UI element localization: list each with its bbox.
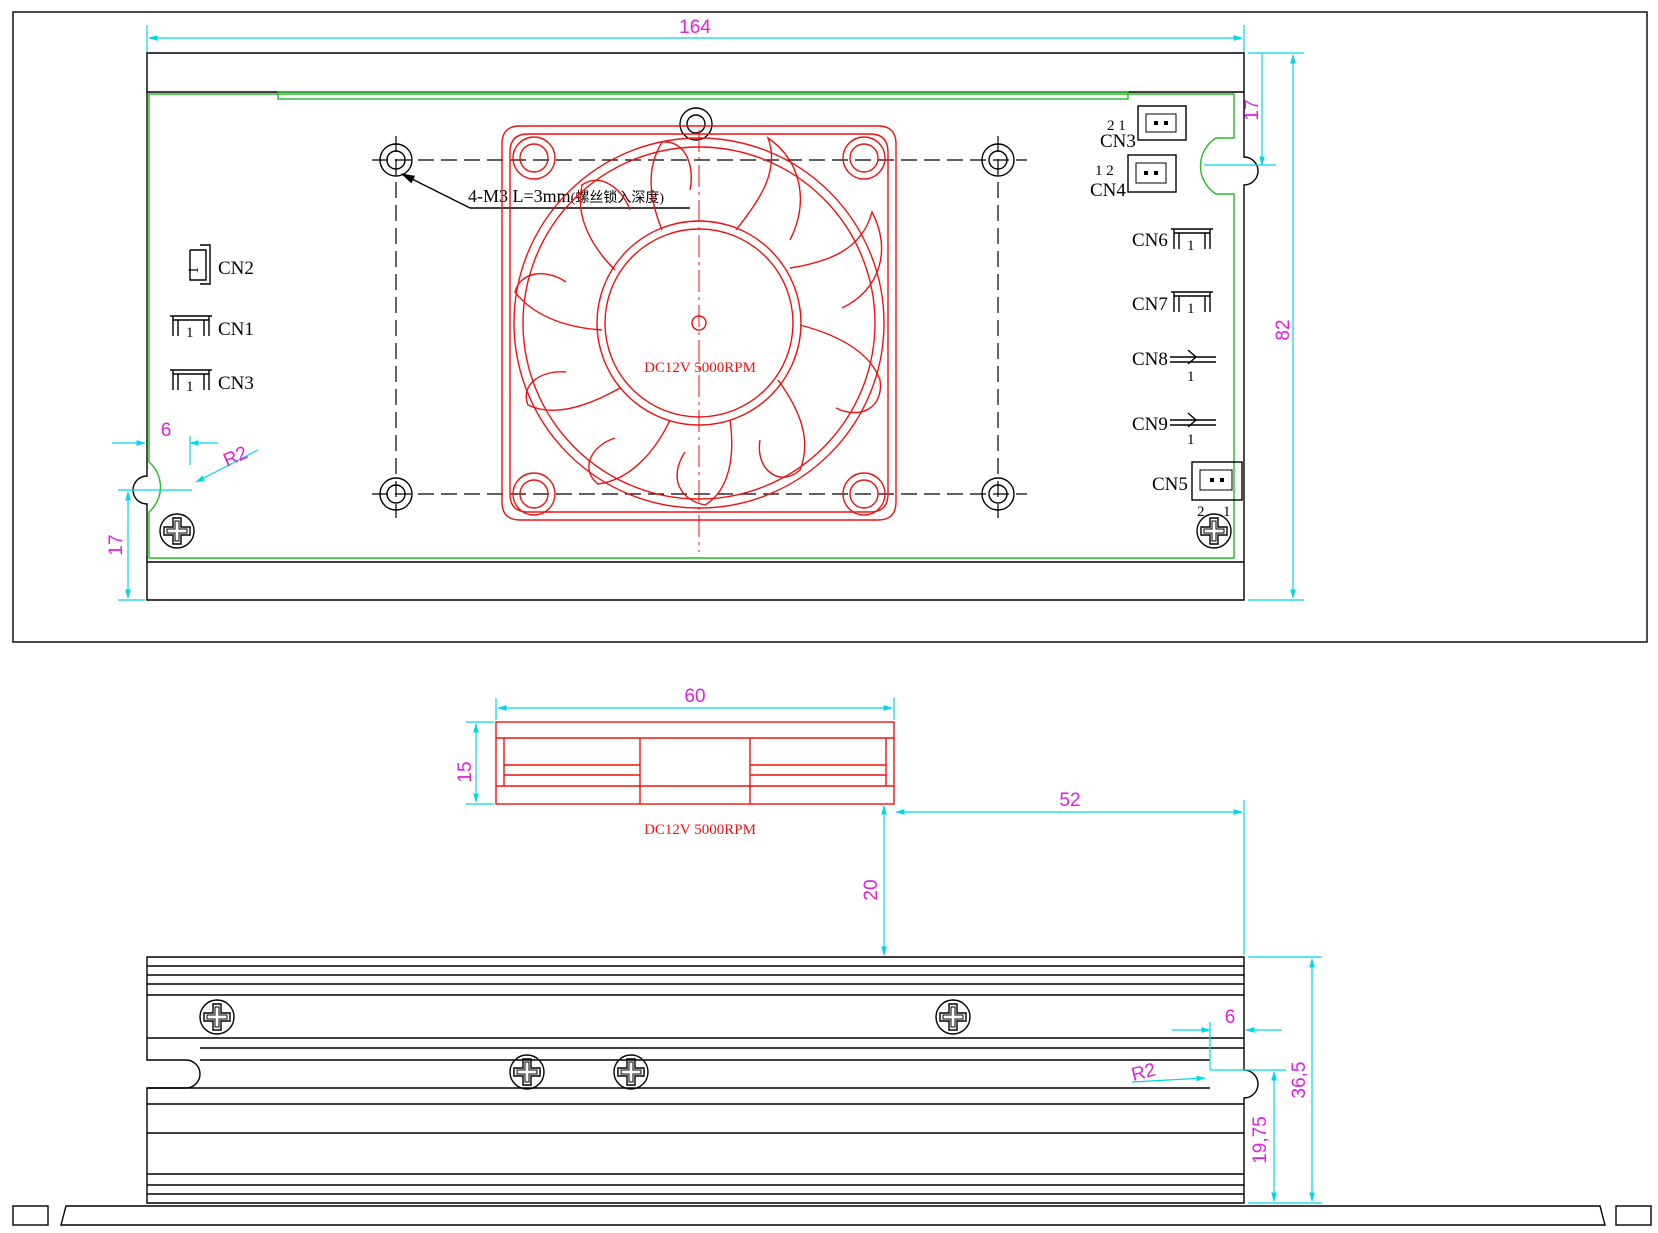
svg-text:15: 15 — [455, 761, 476, 782]
svg-text:164: 164 — [679, 17, 711, 38]
fan-side-view: DC12V 5000RPM — [495, 721, 895, 838]
cn4-label: CN4 — [1090, 180, 1126, 201]
dim-36-5: 36,5 — [1248, 956, 1322, 1202]
svg-text:17: 17 — [106, 534, 127, 555]
base-plate — [12, 1205, 1652, 1226]
side-screw-1-icon — [199, 999, 235, 1035]
cn5-pin1: 1 — [1223, 504, 1231, 520]
top-view: 4-M3 L=3mm(螺丝锁入深度) — [12, 11, 1648, 643]
cn3-pins: 2 1 — [1107, 118, 1126, 134]
cn8-connector — [1170, 349, 1216, 365]
cn9-connector — [1170, 412, 1216, 428]
svg-text:52: 52 — [1059, 790, 1080, 811]
dim-60: 60 — [495, 686, 895, 720]
svg-text:4-M3 L=3mm(螺丝锁入深度): 4-M3 L=3mm(螺丝锁入深度) — [468, 186, 664, 206]
side-screw-2-icon — [935, 999, 971, 1035]
dim-19-75: 19,75 — [1210, 1069, 1322, 1204]
svg-text:60: 60 — [684, 686, 705, 707]
top-right-screw-icon — [1196, 513, 1232, 549]
dim-6-left: 6 — [112, 420, 218, 465]
dim-17-left: 17 — [106, 489, 192, 601]
cn5-label: CN5 — [1152, 474, 1188, 495]
dim-6-side: 6 — [1172, 1007, 1282, 1070]
svg-text:20: 20 — [861, 879, 882, 900]
dim-20: 20 — [861, 805, 887, 956]
top-left-screw-icon — [159, 513, 195, 549]
pcb-top-strip — [277, 91, 1129, 100]
mount-screw-note-cn: (螺丝锁入深度) — [571, 190, 665, 206]
cn3-left-label: CN3 — [218, 373, 254, 394]
svg-text:36,5: 36,5 — [1289, 1062, 1310, 1099]
mount-screw-note: 4-M3 L=3mm — [468, 186, 571, 206]
top-view-frame — [12, 11, 1648, 643]
svg-text:1: 1 — [186, 379, 194, 395]
svg-text:1: 1 — [1187, 369, 1195, 385]
dim-52: 52 — [895, 790, 1245, 955]
cn9-label: CN9 — [1132, 414, 1168, 435]
svg-text:1: 1 — [1187, 432, 1195, 448]
cn4-pins: 1 2 — [1095, 163, 1114, 179]
svg-text:1: 1 — [1187, 301, 1195, 317]
dim-15: 15 — [455, 721, 494, 805]
fan-top: DC12V 5000RPM — [501, 125, 897, 552]
svg-text:R2: R2 — [1129, 1060, 1158, 1086]
svg-text:1: 1 — [1187, 238, 1195, 254]
fan-spec-top: DC12V 5000RPM — [644, 360, 756, 376]
cn5-connector — [1191, 461, 1243, 501]
cn8-label: CN8 — [1132, 349, 1168, 370]
heatsink-side-view — [146, 956, 1259, 1204]
heatsink-outline — [132, 52, 1259, 601]
cn3-right-connector — [1137, 105, 1187, 141]
pcb-outline — [148, 93, 1235, 559]
dim-r2-left: R2 — [195, 442, 259, 483]
svg-text:6: 6 — [161, 420, 172, 441]
cn2-connector — [189, 244, 211, 285]
cn5-pin2: 2 — [1197, 504, 1205, 520]
cn1-label: CN1 — [218, 319, 254, 340]
cn4-connector — [1127, 154, 1177, 193]
svg-text:82: 82 — [1273, 319, 1294, 340]
svg-text:19,75: 19,75 — [1250, 1116, 1271, 1164]
cn7-label: CN7 — [1132, 294, 1168, 315]
cn2-label: CN2 — [218, 258, 254, 279]
dim-17-right: 17 — [1204, 53, 1276, 166]
svg-text:17: 17 — [1242, 99, 1263, 120]
dim-82: 82 — [1248, 52, 1304, 601]
dim-r2-side: R2 — [1129, 1060, 1206, 1086]
svg-text:1: 1 — [186, 325, 194, 341]
svg-text:6: 6 — [1225, 1007, 1236, 1028]
cn3-right-label: CN3 — [1100, 131, 1136, 152]
fan-spec-side: DC12V 5000RPM — [644, 822, 756, 838]
svg-text:1: 1 — [186, 267, 202, 275]
center-hole — [679, 107, 713, 141]
dim-164: 164 — [146, 17, 1245, 52]
cn6-label: CN6 — [1132, 230, 1168, 251]
